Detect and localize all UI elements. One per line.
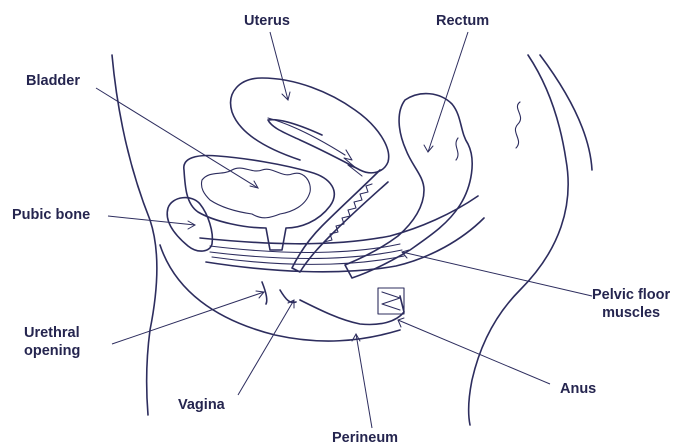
label-urethral-opening-line2: opening — [24, 342, 80, 360]
leader-lines — [96, 32, 592, 428]
vaginal-rugae — [324, 184, 372, 242]
body-front-contour — [112, 55, 157, 415]
rectum-folds — [456, 102, 521, 160]
bladder-inner-wall — [201, 168, 310, 218]
label-urethral-opening: Urethral opening — [24, 324, 80, 360]
buttock-contour — [540, 55, 592, 170]
label-pelvic-floor-muscles: Pelvic floor muscles — [592, 286, 670, 322]
pelvic-floor-band-top — [200, 196, 478, 244]
anal-sphincter — [378, 288, 404, 314]
thigh-crease — [160, 245, 400, 341]
bladder-shape — [184, 156, 334, 250]
label-perineum: Perineum — [332, 429, 398, 447]
label-pelvic-floor-line2: muscles — [592, 304, 670, 322]
label-bladder: Bladder — [26, 72, 80, 90]
uterus-shape — [231, 78, 389, 173]
label-pubic-bone: Pubic bone — [12, 206, 90, 224]
label-uterus: Uterus — [244, 12, 290, 30]
label-urethral-opening-line1: Urethral — [24, 324, 80, 342]
label-pelvic-floor-line1: Pelvic floor — [592, 286, 670, 304]
perineal-body — [300, 296, 404, 325]
label-anus: Anus — [560, 380, 596, 398]
vaginal-canal — [292, 170, 388, 272]
label-rectum: Rectum — [436, 12, 489, 30]
label-vagina: Vagina — [178, 396, 225, 414]
openings — [262, 282, 296, 304]
